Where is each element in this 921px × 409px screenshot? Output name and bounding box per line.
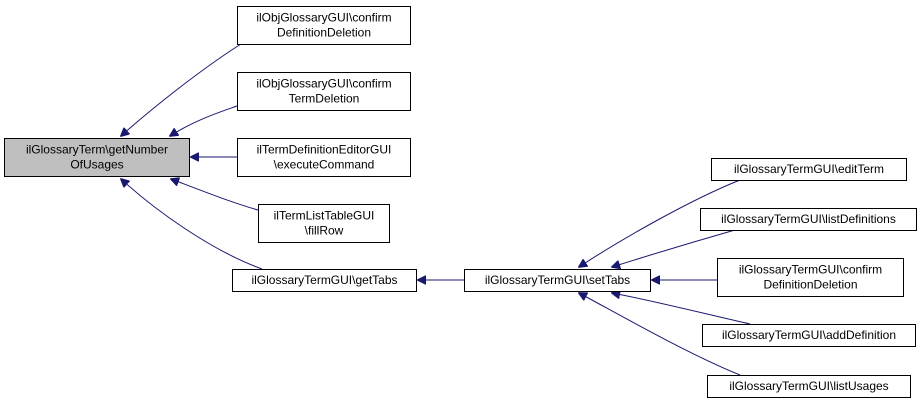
node-box [700, 208, 917, 231]
node-fill-row[interactable]: ilTermListTableGUI\fillRow [258, 204, 390, 243]
edge-confirm-term-deletion-obj-to-root [170, 105, 238, 136]
edge-list-definitions-to-set-tabs [612, 229, 736, 267]
node-label: TermDeletion [289, 92, 360, 106]
node-label: ilTermDefinitionEditorGUI [257, 143, 392, 157]
node-box [4, 138, 190, 177]
node-label: \fillRow [305, 224, 344, 238]
node-confirm-definition-deletion-term[interactable]: ilGlossaryTermGUI\confirmDefinitionDelet… [717, 258, 904, 297]
node-label: ilGlossaryTermGUI\confirm [739, 263, 882, 277]
node-label: ilGlossaryTermGUI\setTabs [485, 273, 630, 287]
node-label: DefinitionDeletion [763, 278, 857, 292]
edge-fill-row-to-root [171, 179, 259, 211]
node-list-usages[interactable]: ilGlossaryTermGUI\listUsages [707, 375, 911, 398]
edge-edit-term-to-set-tabs [579, 179, 741, 267]
edge-get-tabs-to-root [121, 179, 263, 270]
node-box [464, 269, 651, 292]
node-label: OfUsages [70, 158, 123, 172]
node-label: ilGlossaryTermGUI\listUsages [729, 379, 888, 393]
node-label: ilGlossaryTerm\getNumber [26, 143, 168, 157]
node-box [711, 158, 907, 181]
node-box [237, 72, 411, 111]
node-box [717, 258, 904, 297]
edges [121, 43, 751, 376]
node-box [237, 138, 411, 177]
node-execute-command[interactable]: ilTermDefinitionEditorGUI\executeCommand [237, 138, 411, 177]
node-box [237, 6, 411, 45]
node-label: ilGlossaryTermGUI\addDefinition [722, 328, 896, 342]
node-label: ilObjGlossaryGUI\confirm [256, 77, 391, 91]
edge-confirm-definition-deletion-obj-to-root [121, 43, 242, 136]
node-box [258, 204, 390, 243]
node-box [702, 324, 916, 347]
node-label: ilGlossaryTermGUI\editTerm [734, 162, 884, 176]
node-set-tabs[interactable]: ilGlossaryTermGUI\setTabs [464, 269, 651, 292]
node-label: DefinitionDeletion [277, 26, 371, 40]
node-box [232, 269, 417, 292]
node-label: ilGlossaryTermGUI\listDefinitions [721, 212, 896, 226]
node-label: ilTermListTableGUI [274, 209, 375, 223]
node-list-definitions[interactable]: ilGlossaryTermGUI\listDefinitions [700, 208, 917, 231]
node-edit-term[interactable]: ilGlossaryTermGUI\editTerm [711, 158, 907, 181]
node-label: \executeCommand [274, 158, 375, 172]
node-box [707, 375, 911, 398]
edge-add-definition-to-set-tabs [612, 293, 751, 325]
node-label: ilObjGlossaryGUI\confirm [256, 11, 391, 25]
node-confirm-definition-deletion-obj[interactable]: ilObjGlossaryGUI\confirmDefinitionDeleti… [237, 6, 411, 45]
node-label: ilGlossaryTermGUI\getTabs [251, 273, 397, 287]
edge-list-usages-to-set-tabs [579, 293, 741, 376]
node-get-tabs[interactable]: ilGlossaryTermGUI\getTabs [232, 269, 417, 292]
node-add-definition[interactable]: ilGlossaryTermGUI\addDefinition [702, 324, 916, 347]
